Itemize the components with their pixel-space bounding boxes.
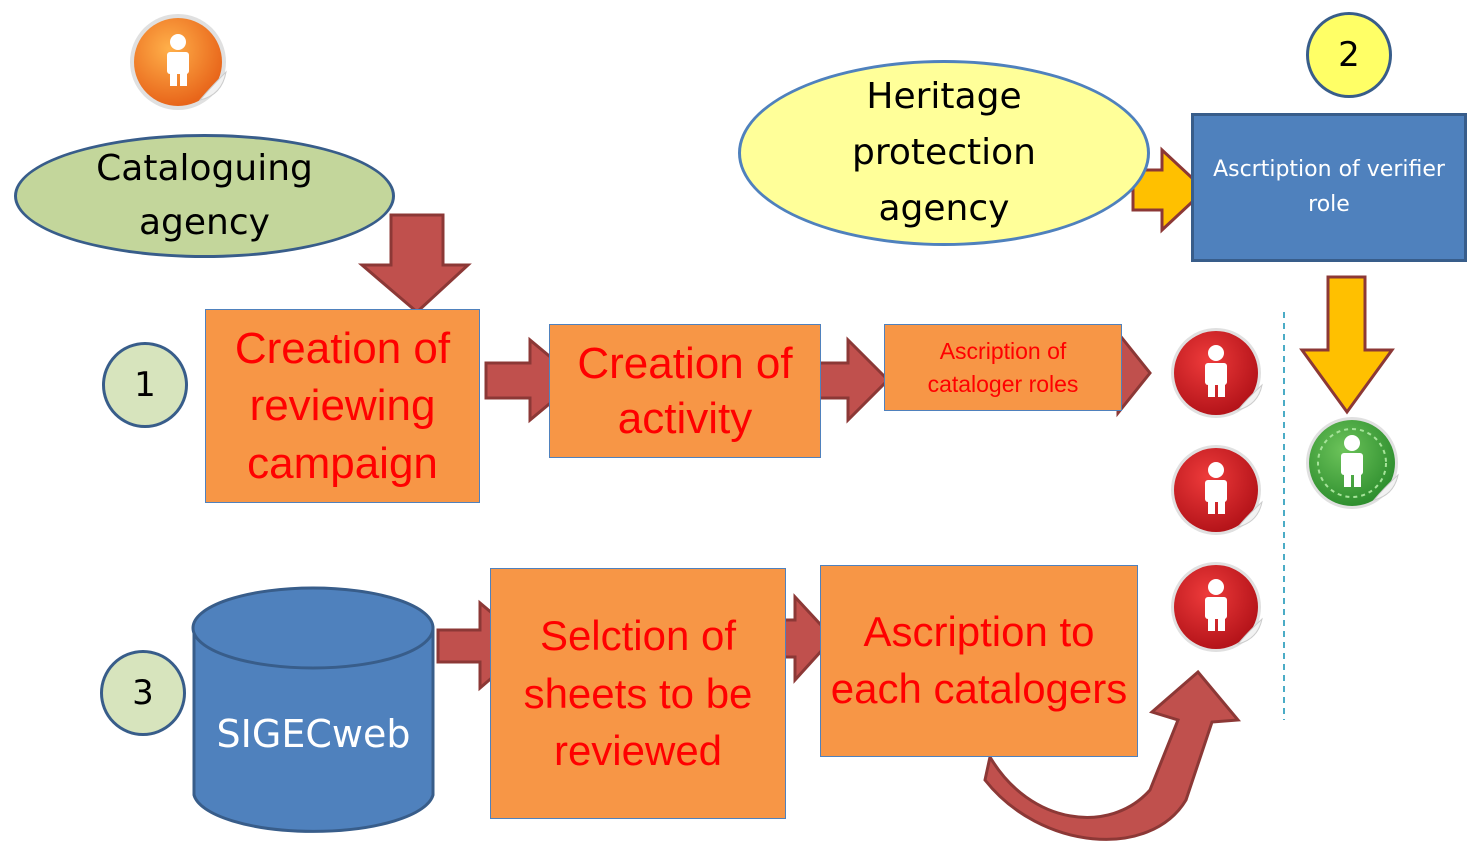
step-1-circle: 1 xyxy=(102,342,188,428)
ascription-verifier-label: Ascrtiption of verifier role xyxy=(1213,157,1445,217)
user-sticker-green-icon xyxy=(1306,417,1399,509)
heritage-agency-ellipse: Heritage protection agency xyxy=(738,60,1150,246)
step-1-label: 1 xyxy=(134,365,156,405)
database-icon xyxy=(191,586,435,833)
arrow-down-agency xyxy=(357,213,472,315)
step-2-label: 2 xyxy=(1338,35,1360,75)
step-3-label: 3 xyxy=(132,673,154,713)
creation-campaign-box: Creation of reviewing campaign xyxy=(205,309,480,503)
curved-arrow-to-users xyxy=(983,669,1242,841)
user-sticker-red-icon xyxy=(1171,445,1263,535)
cataloguing-agency-ellipse: Cataloguing agency xyxy=(14,134,395,258)
ascription-cataloger-label: Ascription of cataloger roles xyxy=(927,338,1079,397)
ascription-verifier-box: Ascrtiption of verifier role xyxy=(1191,113,1467,262)
user-sticker-orange-icon xyxy=(130,14,227,110)
creation-activity-box: Creation of activity xyxy=(549,324,821,458)
heritage-agency-label: Heritage protection agency xyxy=(852,76,1036,229)
creation-activity-label: Creation of activity xyxy=(577,339,793,443)
cataloguing-agency-label: Cataloguing agency xyxy=(96,148,313,243)
creation-campaign-label: Creation of reviewing campaign xyxy=(234,324,451,488)
ascription-each-box: Ascription to each catalogers xyxy=(820,565,1138,757)
ascription-each-label: Ascription to each catalogers xyxy=(830,608,1128,712)
arrow-heritage-to-verifier xyxy=(1131,146,1208,234)
arrow-verifier-down xyxy=(1299,275,1395,415)
user-sticker-red-icon xyxy=(1171,328,1263,418)
database-label: SIGECweb xyxy=(216,712,411,756)
ascription-cataloger-box: Ascription of cataloger roles xyxy=(884,324,1122,411)
step-2-circle: 2 xyxy=(1306,12,1392,98)
selection-sheets-label: Selction of sheets to be reviewed xyxy=(523,611,753,775)
user-sticker-red-icon xyxy=(1171,562,1263,652)
step-3-circle: 3 xyxy=(100,650,186,736)
selection-sheets-box: Selction of sheets to be reviewed xyxy=(490,568,786,819)
